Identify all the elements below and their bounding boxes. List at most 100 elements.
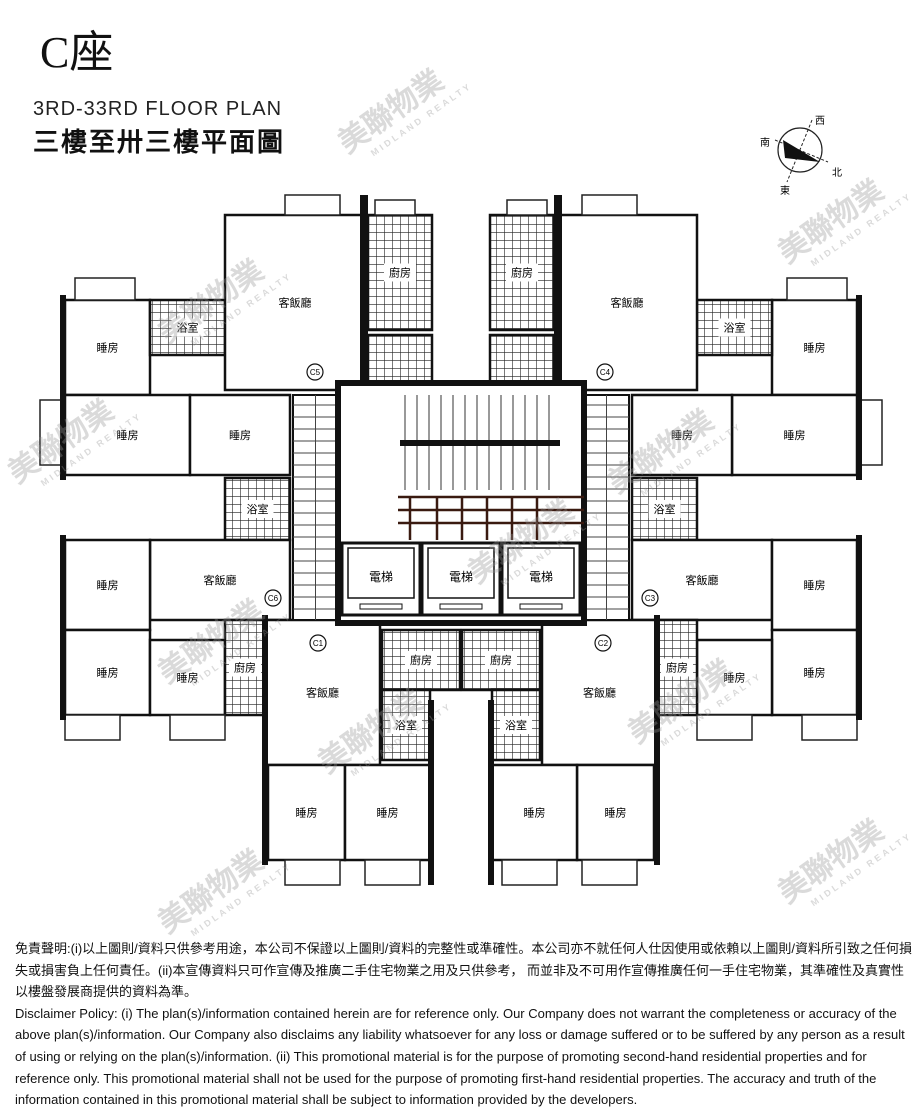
floor-range-english: 3RD-33RD FLOOR PLAN bbox=[33, 98, 283, 120]
bay-window bbox=[581, 859, 638, 886]
room-label: 睡房 bbox=[804, 667, 826, 680]
floor-range-chinese: 三樓至卅三樓平面圖 bbox=[33, 128, 286, 157]
bay-window bbox=[581, 194, 638, 216]
compass-north: 北 bbox=[832, 167, 842, 179]
lift-1: 電梯 bbox=[340, 541, 422, 617]
bathroom-room: 浴室 bbox=[223, 476, 292, 542]
wall bbox=[856, 295, 862, 480]
room-label: 睡房 bbox=[724, 672, 746, 685]
room-label: 睡房 bbox=[804, 342, 826, 355]
room-label: 客飯廳 bbox=[204, 573, 237, 587]
flat-marker-label: C1 bbox=[313, 639, 324, 648]
room-label: 客飯廳 bbox=[306, 686, 339, 700]
room-label: 睡房 bbox=[804, 579, 826, 592]
room-label: 睡房 bbox=[177, 672, 199, 685]
bedroom-room: 睡房 bbox=[770, 538, 859, 632]
bay-window bbox=[374, 199, 416, 216]
room-label: 睡房 bbox=[605, 807, 627, 820]
living-dining-room: 客飯廳 bbox=[223, 213, 367, 392]
room-label: 浴室 bbox=[505, 718, 527, 732]
room-label: 睡房 bbox=[97, 579, 119, 592]
room-label: 睡房 bbox=[97, 667, 119, 680]
bay-window bbox=[64, 714, 121, 741]
room-label: 睡房 bbox=[229, 429, 251, 442]
bedroom-room: 睡房 bbox=[63, 538, 152, 632]
bedroom-room: 睡房 bbox=[188, 393, 292, 477]
wall bbox=[360, 195, 368, 390]
flat-marker-label: C4 bbox=[600, 368, 611, 377]
wall bbox=[60, 295, 66, 480]
block-title: C座 bbox=[40, 28, 114, 77]
lift-label: 電梯 bbox=[369, 570, 393, 584]
toilet-room bbox=[366, 333, 434, 387]
compass-south: 南 bbox=[760, 136, 770, 149]
flat-marker-c1: C1 bbox=[309, 634, 327, 652]
room-label: 浴室 bbox=[247, 502, 269, 516]
floor-plan: 西 南 北 東 睡房浴室客飯廳睡房睡房廚房睡房浴室客飯廳睡房睡房廚房浴室客飯廳睡… bbox=[39, 116, 883, 886]
room-label: 睡房 bbox=[296, 807, 318, 820]
bathroom-room: 浴室 bbox=[490, 688, 542, 762]
bedroom-room: 睡房 bbox=[266, 763, 347, 862]
bedroom-room: 睡房 bbox=[770, 628, 859, 717]
bedroom-room: 睡房 bbox=[630, 393, 734, 477]
wall bbox=[262, 615, 268, 865]
bay-window bbox=[506, 199, 548, 216]
compass-icon: 西 南 北 東 bbox=[760, 116, 842, 197]
bedroom-room: 睡房 bbox=[63, 298, 152, 397]
bay-window bbox=[801, 714, 858, 741]
kitchen-room: 廚房 bbox=[380, 628, 462, 692]
bay-window bbox=[696, 714, 753, 741]
bay-window bbox=[74, 277, 136, 301]
disclaimer: 免責聲明:(i)以上圖則/資料只供參考用途，本公司不保證以上圖則/資料的完整性或… bbox=[15, 938, 915, 1111]
lift-stair-core: 電梯 電梯 電梯 bbox=[292, 380, 630, 626]
bedroom-room: 睡房 bbox=[695, 638, 774, 717]
kitchen-room: 廚房 bbox=[655, 618, 699, 717]
flat-marker-c4: C4 bbox=[596, 363, 614, 381]
bedroom-room: 睡房 bbox=[63, 628, 152, 717]
room-label: 睡房 bbox=[784, 429, 806, 442]
wall bbox=[654, 615, 660, 865]
disclaimer-chinese: 免責聲明:(i)以上圖則/資料只供參考用途，本公司不保證以上圖則/資料的完整性或… bbox=[15, 941, 912, 1000]
room-label: 睡房 bbox=[524, 807, 546, 820]
room-label: 廚房 bbox=[389, 266, 411, 280]
bedroom-room: 睡房 bbox=[63, 393, 192, 477]
room-label: 浴室 bbox=[177, 321, 199, 335]
room-label: 廚房 bbox=[666, 661, 688, 675]
bay-window bbox=[786, 277, 848, 301]
room-label: 浴室 bbox=[654, 502, 676, 516]
bedroom-room: 睡房 bbox=[343, 763, 432, 862]
room-label: 睡房 bbox=[117, 429, 139, 442]
room-label: 睡房 bbox=[377, 807, 399, 820]
wall bbox=[428, 700, 434, 885]
flat-marker-c5: C5 bbox=[306, 363, 324, 381]
toilet-room bbox=[488, 333, 556, 387]
bay-window bbox=[284, 859, 341, 886]
flat-marker-c3: C3 bbox=[641, 589, 659, 607]
bathroom-room: 浴室 bbox=[380, 688, 432, 762]
room-label: 廚房 bbox=[511, 266, 533, 280]
bedroom-room: 睡房 bbox=[148, 638, 227, 717]
flat-marker-label: C2 bbox=[598, 639, 609, 648]
room-label: 客飯廳 bbox=[279, 296, 312, 310]
room-label: 睡房 bbox=[97, 342, 119, 355]
room-label: 浴室 bbox=[724, 321, 746, 335]
kitchen-room: 廚房 bbox=[223, 618, 267, 717]
kitchen-room: 廚房 bbox=[488, 213, 556, 332]
room-label: 廚房 bbox=[234, 661, 256, 675]
bathroom-room: 浴室 bbox=[630, 476, 699, 542]
bedroom-room: 睡房 bbox=[770, 298, 859, 397]
living-dining-room: 客飯廳 bbox=[630, 538, 774, 622]
flat-marker-c2: C2 bbox=[594, 634, 612, 652]
flat-marker-label: C5 bbox=[310, 368, 321, 377]
room-label: 客飯廳 bbox=[686, 573, 719, 587]
bedroom-room: 睡房 bbox=[730, 393, 859, 477]
wall bbox=[554, 195, 562, 390]
bedroom-room: 睡房 bbox=[575, 763, 656, 862]
flat-marker-c6: C6 bbox=[264, 589, 282, 607]
disclaimer-english: Disclaimer Policy: (i) The plan(s)/infor… bbox=[15, 1005, 905, 1108]
lift-label: 電梯 bbox=[529, 570, 553, 584]
lift-3: 電梯 bbox=[500, 541, 582, 617]
living-dining-room: 客飯廳 bbox=[148, 538, 292, 622]
bathroom-room: 浴室 bbox=[695, 298, 774, 357]
lift-label: 電梯 bbox=[449, 570, 473, 584]
